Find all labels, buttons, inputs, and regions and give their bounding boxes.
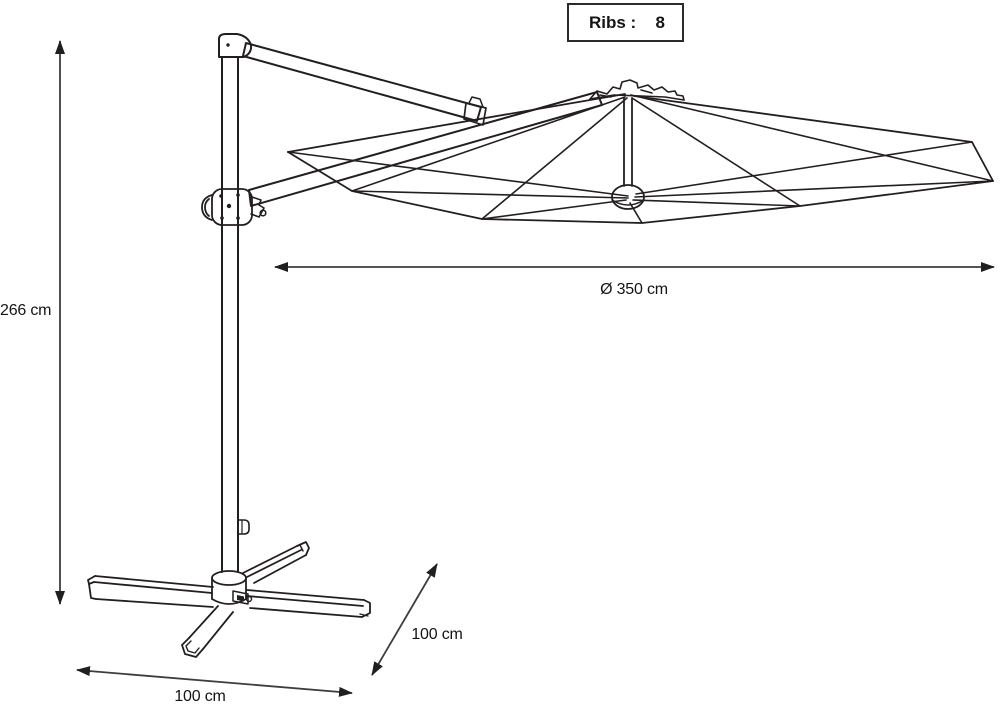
canopy-ribs (287, 141, 994, 224)
diameter-dimension-label: Ø 350 cm (600, 281, 668, 298)
canopy (287, 79, 994, 224)
umbrella-pole (218, 33, 253, 573)
ribs-spec-box: Ribs : 8 (567, 3, 684, 42)
canopy-finial (589, 79, 685, 101)
ribs-value: 8 (655, 12, 665, 32)
pole-hinge-bracket (201, 188, 267, 226)
canopy-hub (611, 184, 645, 210)
upper-arm (242, 42, 487, 126)
base-depth-dimension-label: 100 cm (411, 626, 463, 643)
base-collar (211, 570, 253, 605)
canopy-seams (351, 94, 994, 220)
height-dimension-label: 266 cm (0, 302, 52, 319)
base-width-dimension-arrow (76, 666, 353, 697)
base-width-dimension-label: 100 cm (174, 688, 226, 705)
base-cross (87, 541, 371, 658)
ribs-label: Ribs : (589, 12, 637, 32)
base-depth-dimension-arrow (371, 563, 438, 676)
